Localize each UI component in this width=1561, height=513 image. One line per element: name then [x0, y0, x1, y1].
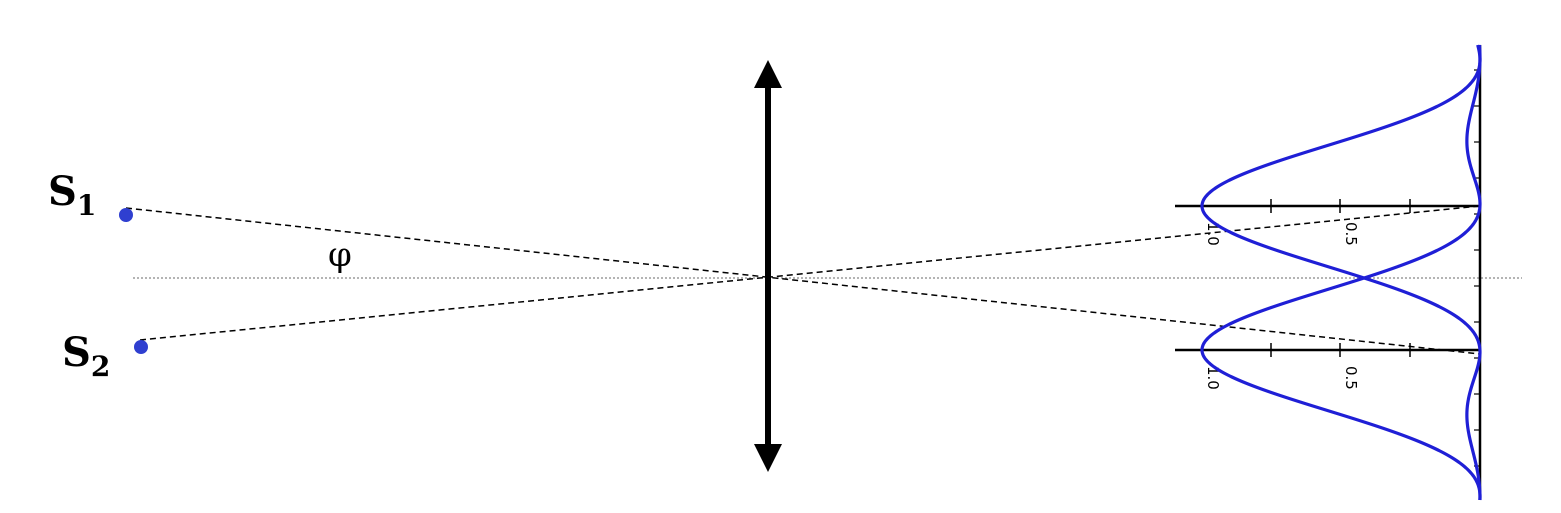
tick-label: 1.0 [1204, 366, 1222, 390]
angle-label: φ [328, 235, 352, 275]
ray-s2 [139, 205, 1481, 341]
screen-ticks [1474, 69, 1480, 467]
tick-label: 0.5 [1342, 366, 1360, 390]
tick-label: 0.5 [1342, 222, 1360, 246]
source-dot-s1 [119, 208, 133, 222]
pattern-axis-1: 1.0 0.5 [1175, 199, 1480, 246]
lens [754, 60, 782, 472]
tick-label: 1.0 [1204, 222, 1222, 246]
source-label-s1: S1 [48, 168, 96, 222]
intensity-curve-s2 [1200, 44, 1482, 501]
source-label-s2: S2 [62, 329, 110, 383]
source-dot-s2 [134, 340, 148, 354]
intensity-curve-s1 [1200, 44, 1482, 501]
ray-s1 [125, 207, 1481, 355]
pattern-axis-2: 1.0 0.5 [1175, 343, 1480, 390]
